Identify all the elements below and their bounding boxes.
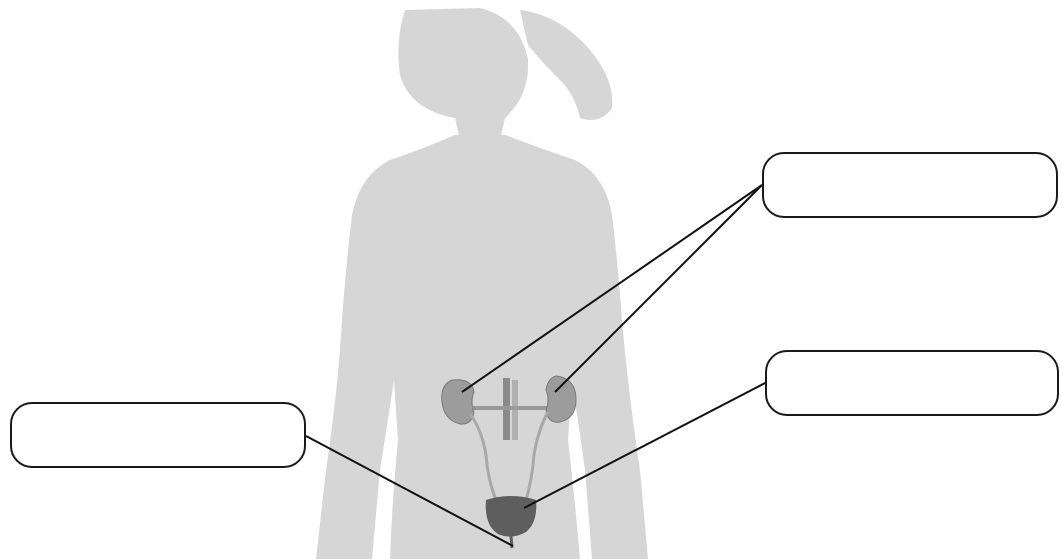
silhouette-hair bbox=[520, 10, 613, 121]
label-box-urethra[interactable] bbox=[10, 402, 306, 468]
silhouette-torso bbox=[316, 135, 648, 559]
urinary-system bbox=[441, 375, 577, 549]
silhouette-head bbox=[398, 8, 529, 140]
leader-line-bladder bbox=[523, 381, 768, 509]
bladder bbox=[485, 496, 537, 537]
label-box-bladder[interactable] bbox=[765, 350, 1059, 416]
body-silhouette bbox=[316, 8, 648, 559]
left-kidney bbox=[441, 379, 475, 425]
leader-line-kidney-right bbox=[554, 184, 763, 393]
label-box-kidneys[interactable] bbox=[762, 152, 1058, 218]
leader-lines bbox=[305, 184, 768, 547]
right-ureter bbox=[524, 411, 550, 501]
leader-line-kidney-left bbox=[461, 184, 763, 393]
left-ureter bbox=[468, 413, 498, 501]
leader-line-urethra bbox=[305, 435, 514, 547]
right-kidney bbox=[545, 375, 577, 423]
